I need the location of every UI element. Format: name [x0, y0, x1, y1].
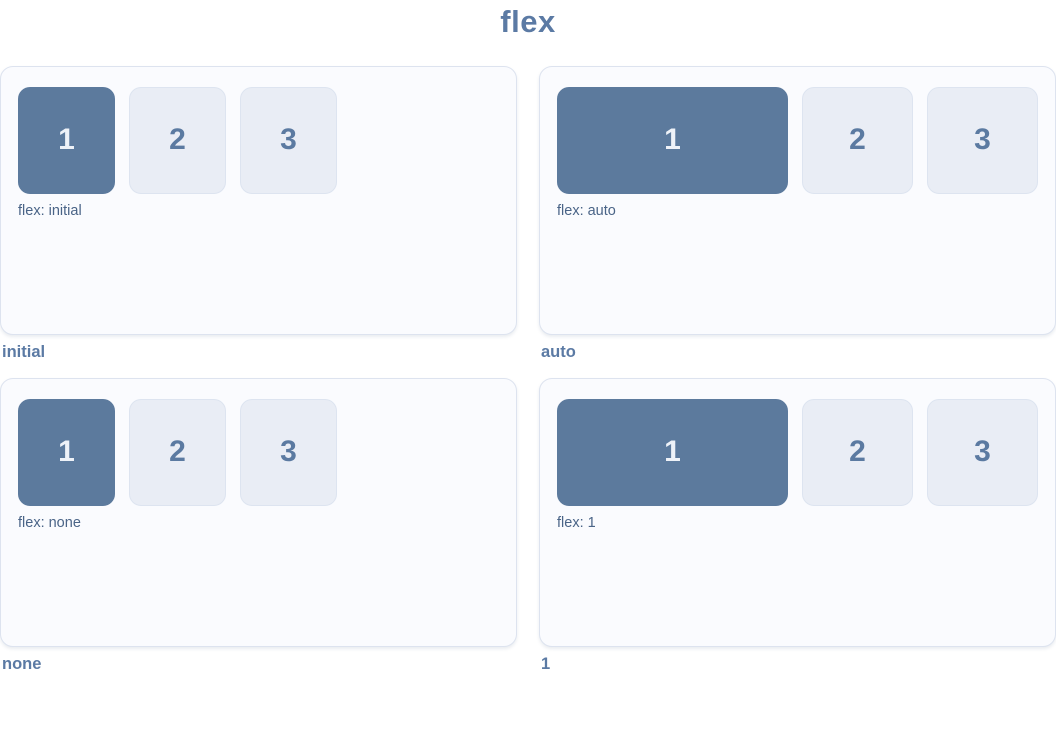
panel-label-1: 1 — [541, 654, 551, 673]
flex-value-caption-1: flex: 1 — [557, 514, 596, 531]
flex-item-1: 1 — [18, 86, 115, 194]
demo-panel-1: 1 2 3 flex: 1 — [539, 377, 1056, 647]
flex-item-2: 2 — [802, 398, 913, 506]
demo-panel-auto: 1 2 3 flex: auto — [539, 65, 1056, 335]
flex-container-auto: 1 2 3 — [557, 86, 1038, 194]
flex-container-initial: 1 2 3 — [18, 86, 499, 194]
flex-item-2: 2 — [129, 398, 226, 506]
flex-item-2: 2 — [802, 86, 913, 194]
flex-item-3: 3 — [927, 398, 1038, 506]
flex-item-3: 3 — [240, 398, 337, 506]
demo-panel-none: 1 2 3 flex: none — [0, 377, 517, 647]
demo-cell-1: 1 2 3 flex: 1 1 — [539, 377, 1056, 690]
flex-container-1: 1 2 3 — [557, 398, 1038, 506]
panel-label-none: none — [2, 654, 42, 673]
flex-container-none: 1 2 3 — [18, 398, 499, 506]
demo-cell-initial: 1 2 3 flex: initial initial — [0, 65, 517, 378]
demo-cell-auto: 1 2 3 flex: auto auto — [539, 65, 1056, 378]
flex-item-2: 2 — [129, 86, 226, 194]
demo-cell-none: 1 2 3 flex: none none — [0, 377, 517, 690]
flex-value-caption-initial: flex: initial — [18, 202, 82, 219]
flex-item-1: 1 — [18, 398, 115, 506]
flex-item-1: 1 — [557, 398, 788, 506]
flex-value-caption-none: flex: none — [18, 514, 81, 531]
flex-item-3: 3 — [927, 86, 1038, 194]
flex-item-3: 3 — [240, 86, 337, 194]
flex-item-1: 1 — [557, 86, 788, 194]
panel-label-auto: auto — [541, 342, 576, 361]
page-title: flex — [500, 4, 556, 39]
panel-label-initial: initial — [2, 342, 46, 361]
demo-grid: 1 2 3 flex: initial initial 1 2 3 flex: … — [0, 65, 1056, 690]
demo-panel-initial: 1 2 3 flex: initial — [0, 65, 517, 335]
flex-value-caption-auto: flex: auto — [557, 202, 616, 219]
